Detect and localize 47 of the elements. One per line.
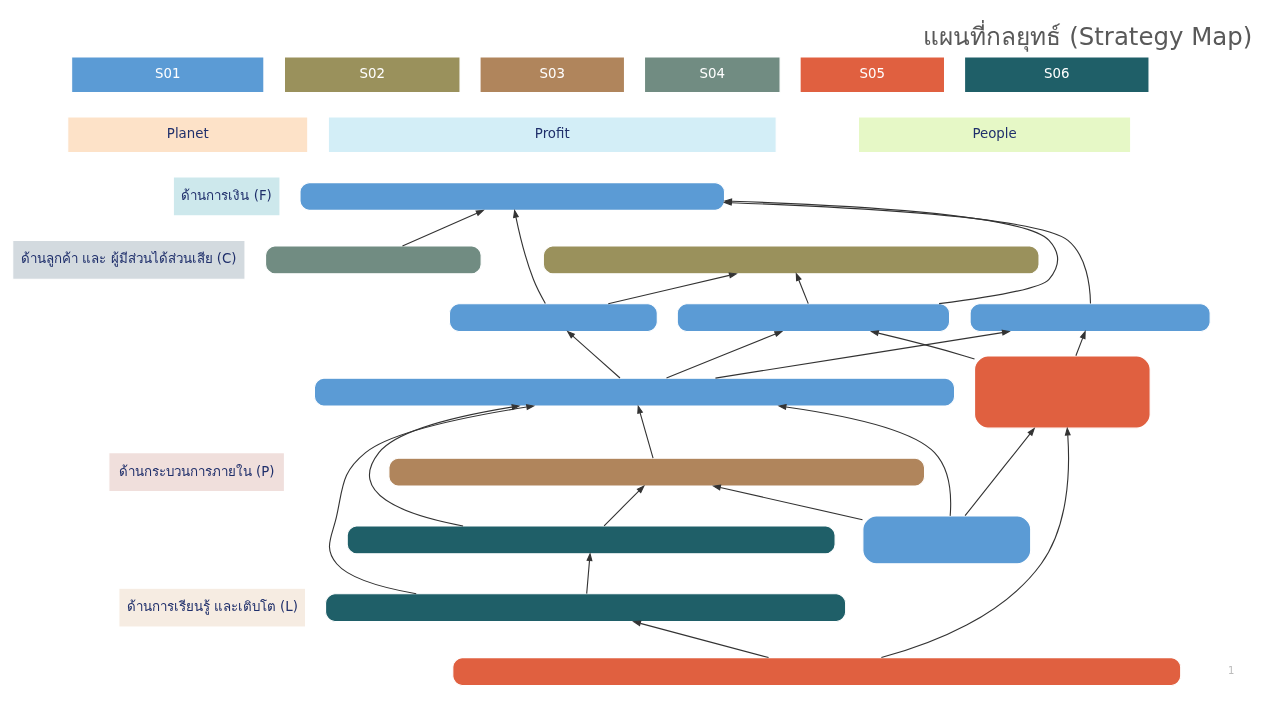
- node-box: [448, 303, 658, 333]
- node-box: S06: [964, 56, 1150, 94]
- arrow: [603, 484, 645, 527]
- arrow: [513, 208, 546, 304]
- node-box: [452, 657, 1182, 686]
- node-box: [346, 525, 836, 555]
- node-box: ด้านการเงิน (F): [172, 176, 281, 217]
- arrow: [401, 209, 485, 247]
- label: 1: [1228, 665, 1235, 676]
- arrow: [714, 329, 1011, 379]
- node-box: S02: [283, 56, 461, 94]
- node-box: [974, 355, 1151, 429]
- arrow: [880, 426, 1071, 659]
- node-box: S03: [479, 56, 626, 94]
- node-box: [862, 515, 1032, 565]
- arrow: [665, 330, 784, 379]
- arrow: [328, 404, 536, 595]
- arrow: [712, 484, 864, 521]
- node-box: [265, 245, 482, 275]
- diagram-title: แผนที่กลยุทธ์ (Strategy Map): [923, 22, 1253, 52]
- node-box: [313, 377, 956, 407]
- arrow: [637, 404, 654, 459]
- node-box: Planet: [67, 116, 309, 154]
- node-box: Profit: [327, 116, 777, 154]
- node-box: [299, 182, 726, 211]
- node-box: [388, 457, 926, 487]
- arrow: [964, 427, 1036, 517]
- node-box: S01: [71, 56, 265, 94]
- node-box: [542, 245, 1040, 275]
- node-box: S05: [799, 56, 946, 94]
- arrow: [869, 330, 976, 360]
- node-box: ด้านการเรียนรู้ และเติบโต (L): [118, 587, 307, 628]
- node-box: People: [857, 116, 1132, 154]
- node-box: [676, 303, 951, 333]
- arrow: [607, 272, 738, 305]
- arrow: [586, 552, 593, 595]
- arrow: [566, 330, 621, 379]
- node-box: S04: [643, 56, 781, 94]
- node-box: ด้านกระบวนการภายใน (P): [108, 452, 285, 493]
- node-box: [969, 303, 1211, 333]
- node-box: [325, 593, 847, 623]
- arrow: [369, 404, 521, 527]
- arrow: [795, 272, 809, 305]
- node-box: ด้านลูกค้า และ ผู้มีส่วนได้ส่วนเสีย (C): [12, 239, 246, 280]
- arrow: [632, 620, 770, 659]
- arrow: [1075, 330, 1086, 357]
- arrow: [777, 403, 952, 517]
